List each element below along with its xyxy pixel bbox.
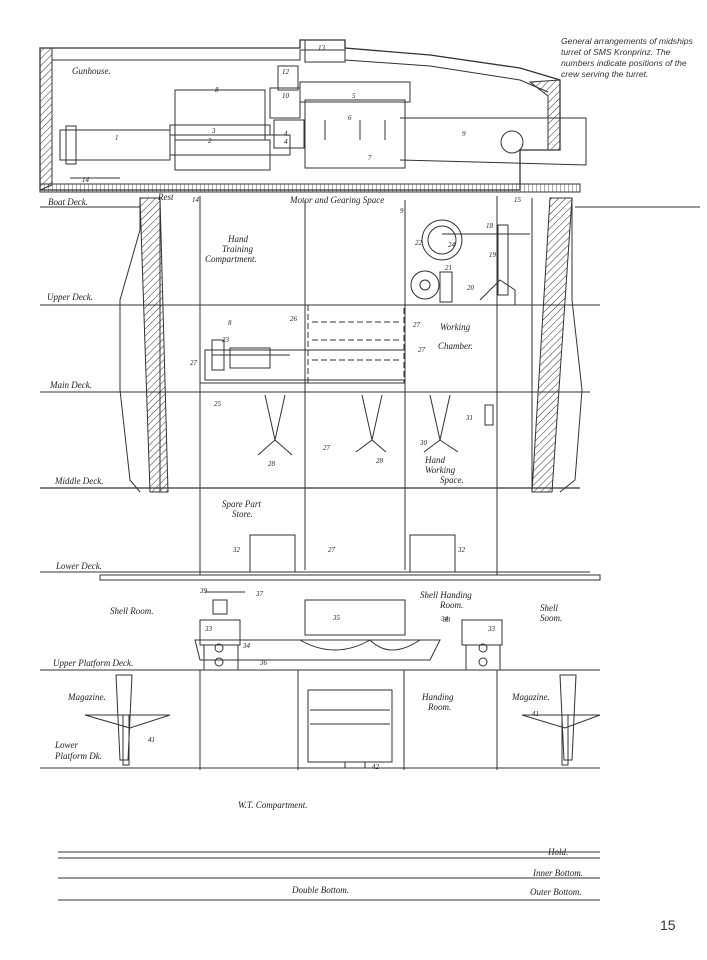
crew-number: 13 <box>318 44 326 52</box>
crew-number: 33 <box>487 625 496 633</box>
crew-number: 15 <box>514 196 522 204</box>
crew-number: 34 <box>440 615 449 623</box>
crew-number: 34 <box>242 642 251 650</box>
crew-number: 2 <box>208 137 212 145</box>
crew-number: 21 <box>445 264 452 272</box>
crew-number: 1 <box>115 134 119 142</box>
shell-room-right-label-2: Soom. <box>540 613 562 623</box>
crew-number: 18 <box>486 222 494 230</box>
shell-room-right-label-1: Shell <box>540 603 558 613</box>
working-chamber-label-1: Working <box>440 322 471 332</box>
crew-number: 27 <box>328 546 336 554</box>
shell-handing-room-label-1: Shell Handing <box>420 590 472 600</box>
crew-number: 8 <box>215 86 219 94</box>
shell-room-left-label: Shell Room. <box>110 606 154 616</box>
crew-number: 9 <box>462 130 466 138</box>
crew-number: 25 <box>214 400 222 408</box>
crew-number: 19 <box>489 251 497 259</box>
boat-deck-label: Boat Deck. <box>48 197 88 207</box>
crew-number: 12 <box>282 68 290 76</box>
upper-platform-deck-label: Upper Platform Deck. <box>53 658 133 668</box>
shell-handing-room-label-2: Room. <box>439 600 463 610</box>
spare-part-store-label-2: Store. <box>232 509 253 519</box>
crew-number: 22 <box>415 239 423 247</box>
crew-number: 10 <box>282 92 290 100</box>
crew-number: 14 <box>192 196 200 204</box>
crew-number: 32 <box>232 546 241 554</box>
lower-platform-deck-label-1: Lower <box>54 740 79 750</box>
crew-number: 6 <box>348 114 352 122</box>
gunhouse-label: Gunhouse. <box>72 66 111 76</box>
barbette-hull <box>40 196 700 901</box>
hand-training-label-1: Hand <box>227 234 248 244</box>
hand-working-space-label-2: Working <box>425 465 456 475</box>
figure-caption: General arrangements of midships turret … <box>561 36 693 79</box>
crew-number: 30 <box>419 439 428 447</box>
motor-gearing-space-label: Motor and Gearing Space <box>289 195 384 205</box>
page-number: 15 <box>660 917 676 933</box>
crew-number: 26 <box>290 315 298 323</box>
crew-number: 39 <box>199 587 208 595</box>
crew-number: 23 <box>222 336 230 344</box>
hand-training-label-3: Compartment. <box>205 254 257 264</box>
crew-number: 33 <box>204 625 213 633</box>
outer-bottom-label: Outer Bottom. <box>530 887 582 897</box>
crew-number: 31 <box>465 414 473 422</box>
crew-number: 4 <box>284 130 288 138</box>
crew-number: 41 <box>148 736 155 744</box>
double-bottom-label: Double Bottom. <box>291 885 349 895</box>
crew-number: 37 <box>255 590 264 598</box>
crew-number: 20 <box>467 284 475 292</box>
crew-number: 41 <box>532 710 539 718</box>
hand-training-label-2: Training <box>222 244 254 254</box>
crew-number: 28 <box>376 457 384 465</box>
crew-number: 14 <box>82 176 90 184</box>
spare-part-store-label-1: Spare Part <box>222 499 261 509</box>
crew-number: 8 <box>228 319 232 327</box>
handing-room-label-2: Room. <box>427 702 451 712</box>
working-chamber-label-2: Chamber. <box>438 341 473 351</box>
crew-number: 27 <box>413 321 421 329</box>
wt-compartment-label: W.T. Compartment. <box>238 800 308 810</box>
crew-number: 7 <box>368 154 372 162</box>
lower-platform-deck-label-2: Platform Dk. <box>54 751 102 761</box>
crew-number: 4 <box>284 138 288 146</box>
hold-label: Hold. <box>547 847 568 857</box>
space-labels: Gunhouse. Rest Motor and Gearing Space H… <box>67 66 583 897</box>
crew-number: 38 <box>442 616 451 624</box>
crew-number: 27 <box>418 346 426 354</box>
hand-working-space-label-3: Space. <box>440 475 464 485</box>
crew-number: 27 <box>323 444 331 452</box>
upper-deck-label: Upper Deck. <box>47 292 93 302</box>
crew-number: 42 <box>372 763 380 771</box>
crew-position-numbers: 1 2 3 4 5 6 7 8 9 10 12 13 14 14 15 18 1… <box>82 44 539 771</box>
gunhouse <box>39 39 587 193</box>
lower-deck-label: Lower Deck. <box>55 561 102 571</box>
middle-deck-label: Middle Deck. <box>54 476 103 486</box>
rest-label: Rest <box>157 192 174 202</box>
crew-number: 32 <box>457 546 466 554</box>
crew-number: 36 <box>259 659 268 667</box>
crew-number: 9 <box>400 207 404 215</box>
crew-number: 35 <box>332 614 341 622</box>
crew-number: 3 <box>211 127 216 135</box>
magazine-left-label: Magazine. <box>67 692 106 702</box>
deck-labels: Boat Deck. Upper Deck. Main Deck. Middle… <box>47 197 133 761</box>
crew-number: 24 <box>448 241 456 249</box>
handing-room-label-1: Handing <box>421 692 454 702</box>
crew-number: 27 <box>190 359 198 367</box>
inner-bottom-label: Inner Bottom. <box>532 868 583 878</box>
magazine-right-label: Magazine. <box>511 692 550 702</box>
hand-working-space-label-1: Hand <box>424 455 445 465</box>
crew-number: 5 <box>352 92 356 100</box>
crew-number: 28 <box>268 460 276 468</box>
main-deck-label: Main Deck. <box>49 380 92 390</box>
